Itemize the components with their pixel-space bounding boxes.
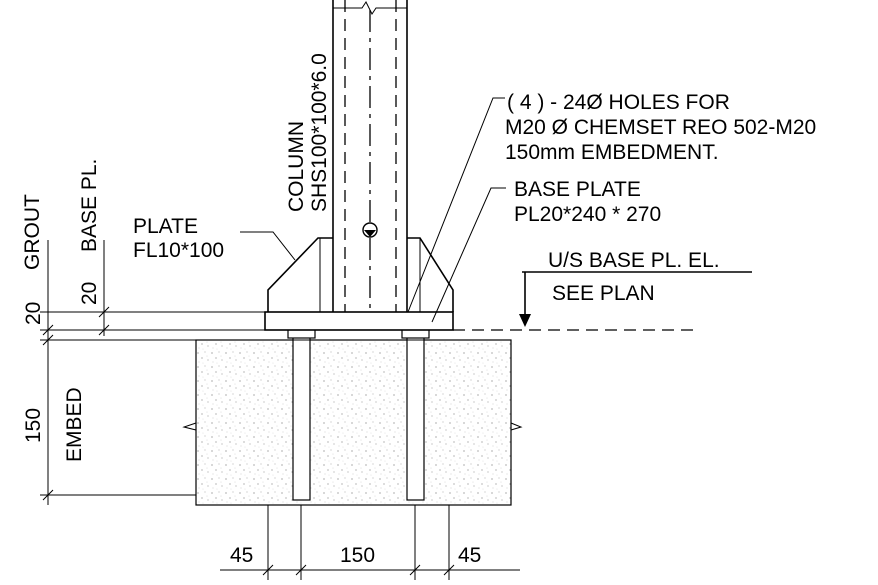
- column-label-line2: SHS100*100*6.0: [308, 53, 331, 212]
- plate-label-line2: FL10*100: [133, 239, 224, 262]
- base-pl-dimension: 20: [78, 282, 101, 305]
- base-pl-label: BASE PL.: [78, 159, 101, 252]
- plate-label-line1: PLATE: [133, 215, 198, 238]
- left-edge-dimension: 45: [230, 544, 253, 567]
- holes-label-line1: ( 4 ) - 24Ø HOLES FOR: [507, 91, 730, 114]
- right-edge-dimension: 45: [458, 544, 481, 567]
- embed-label: EMBED: [63, 387, 86, 462]
- vertical-dimensions: [40, 240, 265, 505]
- embed-dimension: 150: [22, 408, 45, 443]
- holes-label-line3: 150mm EMBEDMENT.: [505, 141, 719, 164]
- horizontal-dimensions: [220, 505, 520, 580]
- column-shs: [332, 0, 408, 312]
- elevation-label-line2: SEE PLAN: [552, 282, 655, 305]
- grout-dimension: 20: [22, 302, 45, 325]
- grout-label: GROUT: [21, 194, 44, 270]
- holes-label-line2: M20 Ø CHEMSET REO 502-M20: [505, 116, 816, 139]
- bolt-spacing-dimension: 150: [340, 544, 375, 567]
- concrete-footing: [182, 339, 523, 506]
- column-label-line1: COLUMN: [285, 121, 308, 212]
- elevation-line: [453, 271, 752, 331]
- centerline-marker: [362, 222, 378, 238]
- base-plate: [264, 311, 454, 331]
- leader-lines: [240, 97, 506, 323]
- elevation-label-line1: U/S BASE PL. EL.: [548, 249, 720, 272]
- base-plate-label-line2: PL20*240 * 270: [514, 203, 661, 226]
- base-plate-label-line1: BASE PLATE: [514, 178, 641, 201]
- stiffener-plates: [267, 237, 454, 312]
